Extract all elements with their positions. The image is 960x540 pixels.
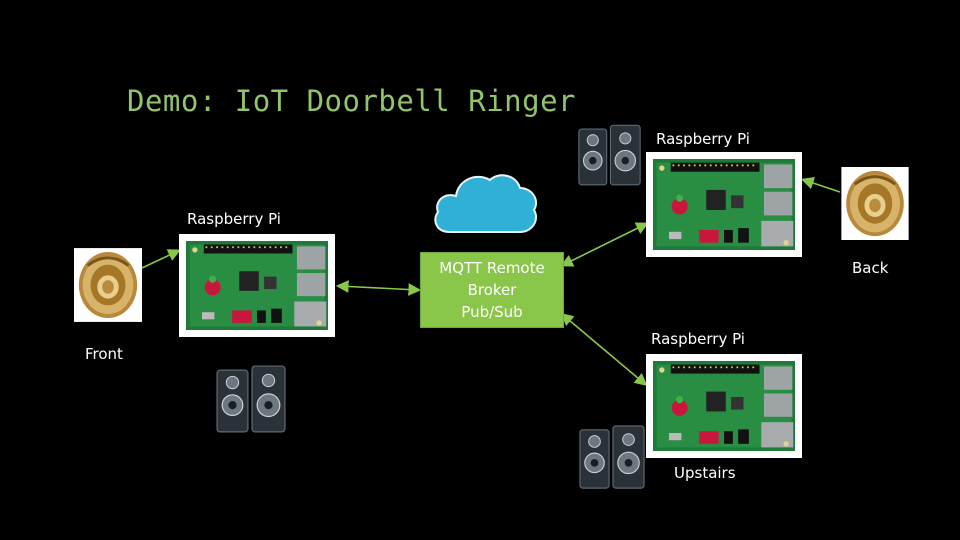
speaker-icon-upstairs — [576, 424, 648, 492]
arrow-front-bell-to-pi — [141, 249, 181, 269]
arrow-front-pi-to-broker — [335, 280, 422, 296]
cloud-icon — [434, 174, 538, 233]
raspberry-pi-board-front — [179, 234, 335, 337]
label-back: Back — [852, 259, 889, 277]
label-pi-upstairs: Raspberry Pi — [651, 330, 745, 348]
raspberry-pi-board-back — [646, 152, 802, 257]
broker-line-1: MQTT Remote — [439, 259, 545, 277]
speaker-icon-back — [577, 123, 642, 189]
arrow-broker-to-upstairs-pi — [560, 312, 648, 387]
label-pi-back: Raspberry Pi — [656, 130, 750, 148]
speaker-icon-front — [213, 364, 289, 436]
label-upstairs: Upstairs — [674, 464, 736, 482]
broker-line-2: Broker — [467, 281, 517, 299]
arrow-back-bell-to-pi — [800, 176, 841, 193]
mqtt-broker-box: MQTT Remote Broker Pub/Sub — [420, 252, 564, 328]
raspberry-pi-board-upstairs — [646, 354, 802, 458]
broker-line-3: Pub/Sub — [461, 303, 523, 321]
slide-title: Demo: IoT Doorbell Ringer — [127, 84, 576, 118]
doorbell-icon-front — [74, 248, 142, 322]
doorbell-icon-back — [840, 167, 910, 240]
label-front: Front — [85, 345, 123, 363]
label-pi-front: Raspberry Pi — [187, 210, 281, 228]
arrow-broker-to-back-pi — [560, 222, 649, 267]
